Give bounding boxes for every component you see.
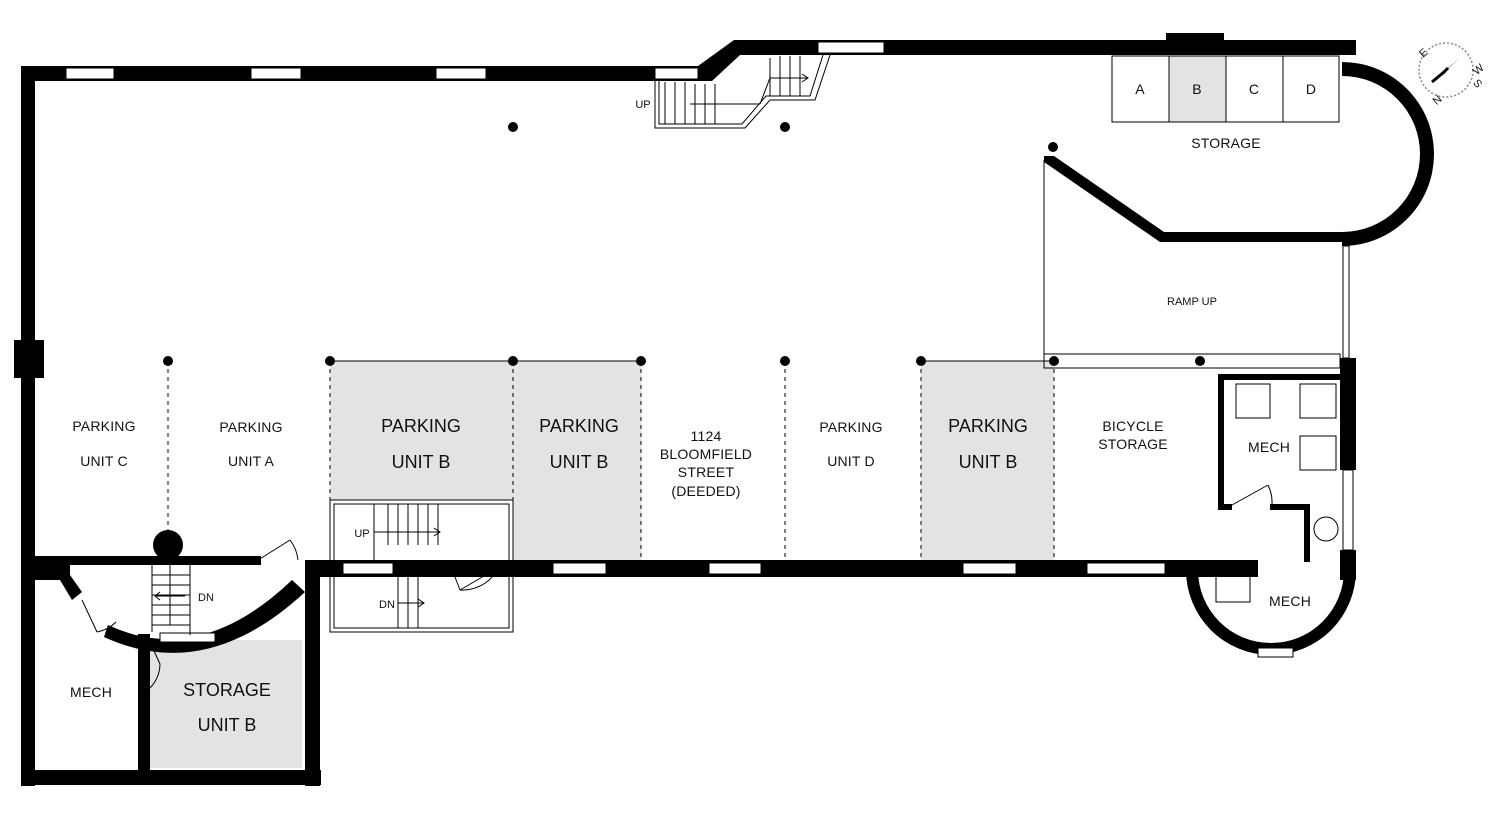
- bicycle-line2: STORAGE: [1098, 436, 1168, 452]
- parking-c-line1: PARKING: [72, 418, 135, 434]
- ramp-up-label: RAMP UP: [1167, 296, 1217, 308]
- stair-mid-dn-label: DN: [379, 599, 395, 611]
- compass-n: N: [1431, 93, 1445, 107]
- address-line3: STREET: [678, 464, 735, 480]
- storage-unit-b-area: [150, 640, 302, 768]
- parking-a-line1: PARKING: [219, 419, 282, 435]
- parking-d-line2: UNIT D: [827, 453, 875, 469]
- columns: [153, 122, 1205, 560]
- storage-b-line1: STORAGE: [183, 680, 271, 700]
- stair-left-dn-label: DN: [198, 592, 214, 604]
- unit-b-highlights: [150, 56, 1226, 768]
- locker-d-label: D: [1306, 81, 1316, 97]
- locker-a-label: A: [1135, 81, 1145, 97]
- parking-b1-line1: PARKING: [381, 416, 461, 436]
- parking-a-line2: UNIT A: [228, 453, 275, 469]
- locker-c-label: C: [1249, 81, 1259, 97]
- mech-left-label: MECH: [70, 684, 112, 700]
- stair-mid-up-label: UP: [354, 528, 369, 540]
- parking-unit-b-3-area: [921, 361, 1054, 560]
- storage-top-label: STORAGE: [1191, 135, 1261, 151]
- compass-icon: E S W N: [1417, 42, 1487, 108]
- compass-s: S: [1470, 77, 1484, 90]
- compass-w: W: [1471, 62, 1487, 78]
- parking-b2-line1: PARKING: [539, 416, 619, 436]
- locker-b-label: B: [1192, 81, 1202, 97]
- room-labels: PARKING UNIT C PARKING UNIT A PARKING UN…: [70, 135, 1311, 735]
- mech-equipment: [1215, 383, 1339, 603]
- stairs-left: DN: [81, 539, 299, 689]
- mech-right-label: MECH: [1248, 439, 1290, 455]
- address-line4: (DEEDED): [671, 483, 740, 499]
- parking-b1-line2: UNIT B: [392, 452, 451, 472]
- parking-unit-b-2-area: [513, 361, 641, 560]
- mech-bottom-right-label: MECH: [1269, 593, 1311, 609]
- stair-top-up-label: UP: [635, 99, 650, 111]
- parking-b2-line2: UNIT B: [550, 452, 609, 472]
- parking-dividers: [167, 360, 1055, 560]
- parking-c-line2: UNIT C: [80, 453, 128, 469]
- stairs-top: UP: [635, 54, 831, 129]
- storage-b-line2: UNIT B: [198, 715, 257, 735]
- partitions: [329, 156, 1342, 633]
- address-line2: BLOOMFIELD: [660, 446, 752, 462]
- windows: [65, 41, 1354, 658]
- stairs-mid: UP DN: [354, 504, 497, 628]
- parking-d-line1: PARKING: [819, 419, 882, 435]
- locker-b-area: [1169, 56, 1226, 122]
- bicycle-line1: BICYCLE: [1102, 418, 1163, 434]
- exterior-walls: [14, 33, 1434, 786]
- parking-unit-b-1-area: [330, 361, 513, 500]
- parking-b3-line2: UNIT B: [959, 452, 1018, 472]
- parking-b3-line1: PARKING: [948, 416, 1028, 436]
- address-line1: 1124: [691, 428, 722, 444]
- storage-lockers: A B C D: [1111, 55, 1340, 123]
